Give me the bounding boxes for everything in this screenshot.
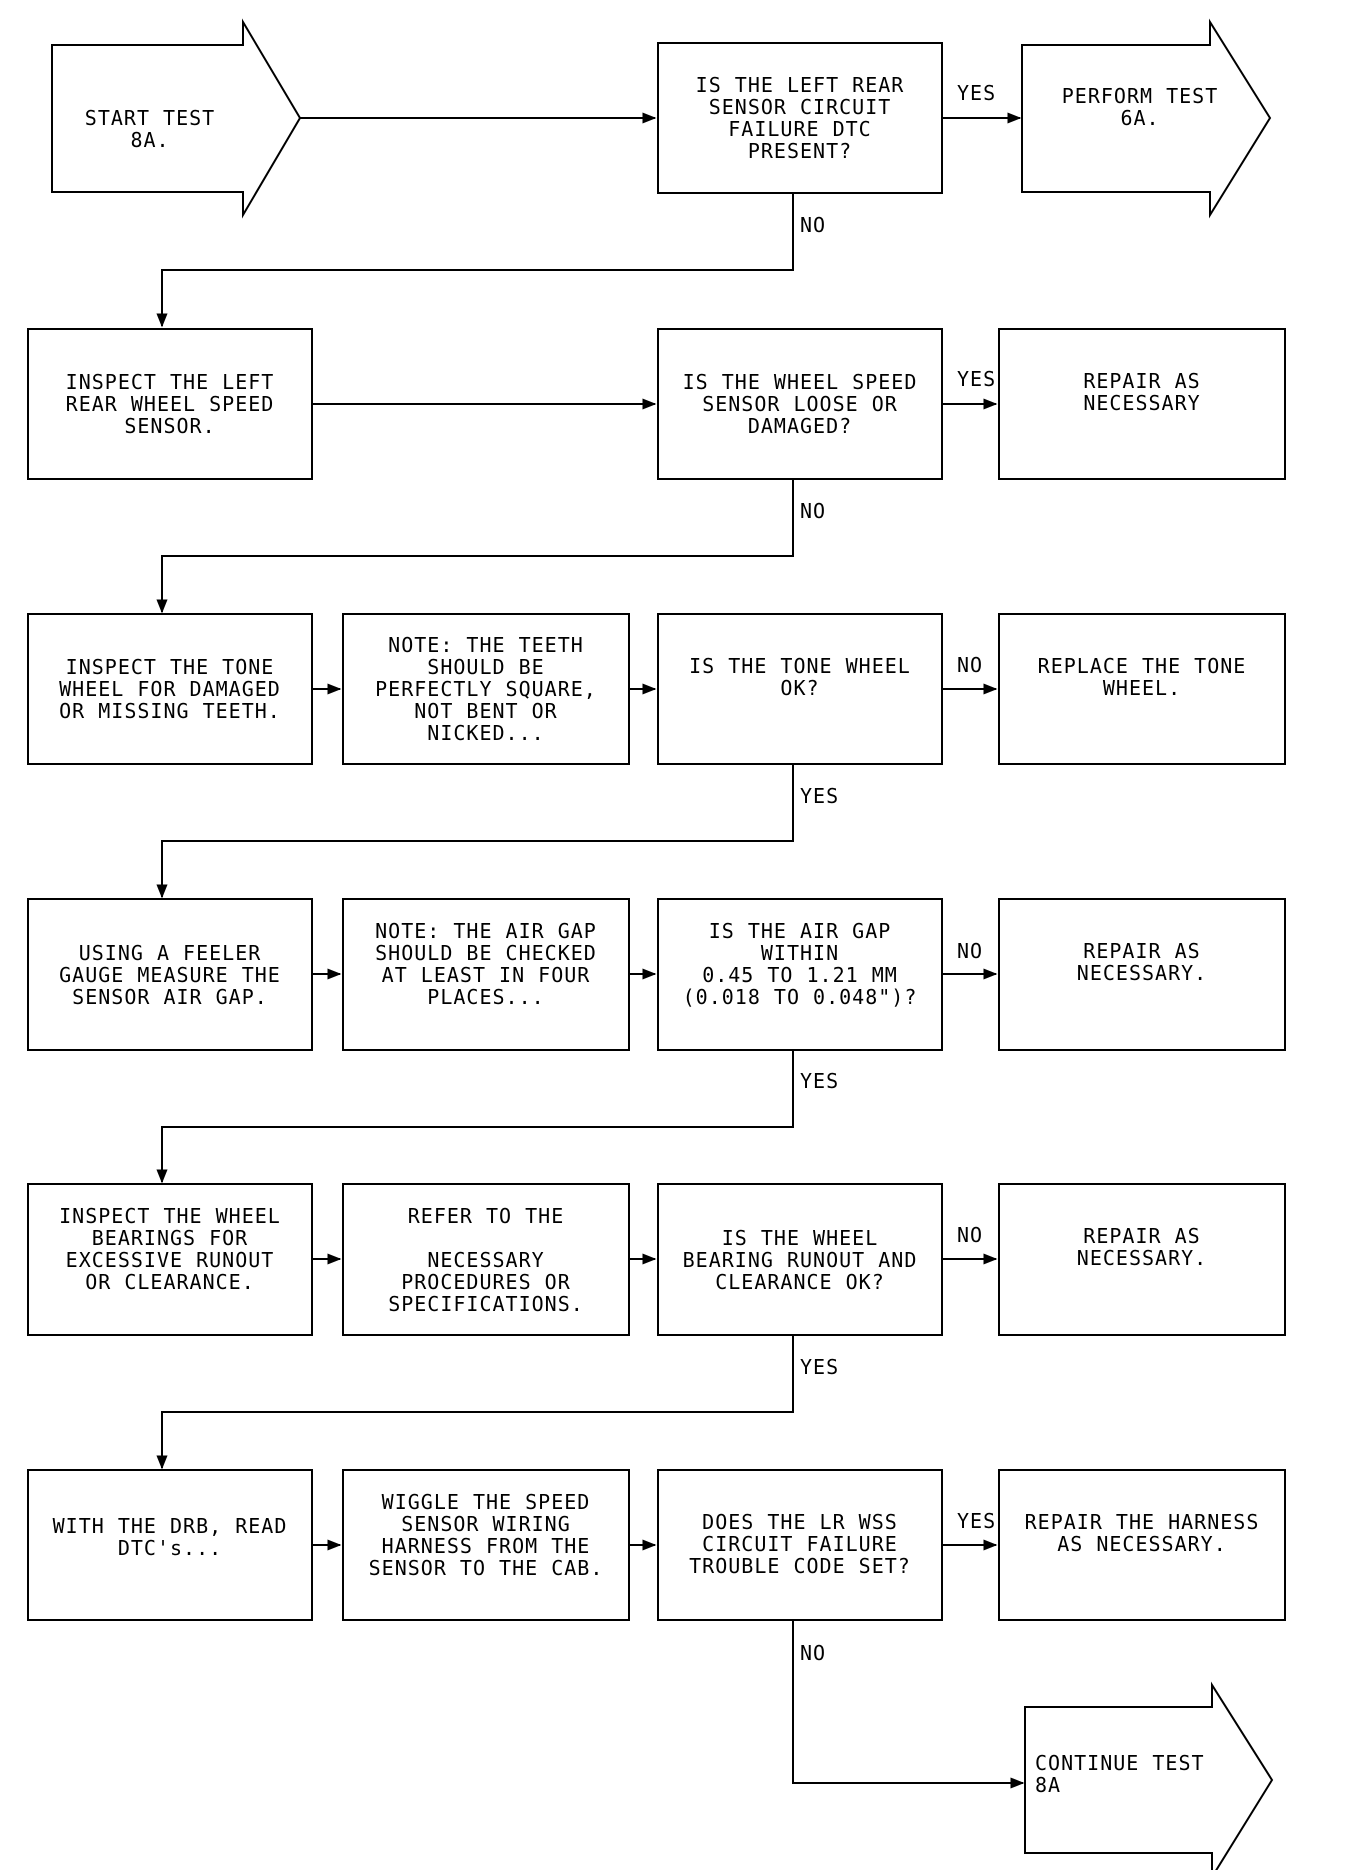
result-box: REPAIR AS NECESSARY. <box>998 898 1286 1051</box>
result-box: REPAIR AS NECESSARY. <box>998 1183 1286 1336</box>
down-label: NO <box>800 1641 827 1665</box>
decision-box: IS THE WHEEL SPEED SENSOR LOOSE OR DAMAG… <box>657 328 943 480</box>
note-text: WIGGLE THE SPEED SENSOR WIRING HARNESS F… <box>368 1490 604 1580</box>
result-text: REPAIR AS NECESSARY <box>1083 369 1201 415</box>
action-box: INSPECT THE LEFT REAR WHEEL SPEED SENSOR… <box>27 328 313 480</box>
note-box: NOTE: THE TEETH SHOULD BE PERFECTLY SQUA… <box>342 613 630 765</box>
decision-box: IS THE TONE WHEEL OK? <box>657 613 943 765</box>
branch-label: NO <box>957 653 984 677</box>
start-test-label: START TEST 8A. <box>84 106 216 152</box>
note-text: NOTE: THE TEETH SHOULD BE PERFECTLY SQUA… <box>375 633 597 745</box>
no-label: NO <box>800 213 827 237</box>
decision-box: IS THE AIR GAP WITHIN 0.45 TO 1.21 MM (0… <box>657 898 943 1051</box>
down-label: NO <box>800 499 827 523</box>
result-text: REPLACE THE TONE WHEEL. <box>1037 654 1247 700</box>
result-text: REPAIR AS NECESSARY. <box>1076 1224 1208 1270</box>
note-text: NOTE: THE AIR GAP SHOULD BE CHECKED AT L… <box>375 919 597 1009</box>
action-text: USING A FEELER GAUGE MEASURE THE SENSOR … <box>59 940 281 1009</box>
note-box: WIGGLE THE SPEED SENSOR WIRING HARNESS F… <box>342 1469 630 1621</box>
note-box: NOTE: THE AIR GAP SHOULD BE CHECKED AT L… <box>342 898 630 1051</box>
action-box: INSPECT THE TONE WHEEL FOR DAMAGED OR MI… <box>27 613 313 765</box>
decision-text: IS THE LEFT REAR SENSOR CIRCUIT FAILURE … <box>695 73 905 163</box>
perform-test-label: PERFORM TEST 6A. <box>1061 84 1219 130</box>
action-text: INSPECT THE LEFT REAR WHEEL SPEED SENSOR… <box>65 370 275 438</box>
action-box: INSPECT THE WHEEL BEARINGS FOR EXCESSIVE… <box>27 1183 313 1336</box>
decision-box: IS THE WHEEL BEARING RUNOUT AND CLEARANC… <box>657 1183 943 1336</box>
yes-label: YES <box>957 81 997 105</box>
perform-arrow-shape <box>1021 18 1272 219</box>
result-box: REPAIR AS NECESSARY <box>998 328 1286 480</box>
note-box: REFER TO THE NECESSARY PROCEDURES OR SPE… <box>342 1183 630 1336</box>
branch-label: YES <box>957 1509 997 1533</box>
continue-test-label: CONTINUE TEST 8A <box>1035 1751 1205 1797</box>
action-box: USING A FEELER GAUGE MEASURE THE SENSOR … <box>27 898 313 1051</box>
action-text: INSPECT THE WHEEL BEARINGS FOR EXCESSIVE… <box>59 1204 281 1294</box>
action-box: WITH THE DRB, READ DTC's... <box>27 1469 313 1621</box>
action-text: WITH THE DRB, READ DTC's... <box>52 1514 288 1560</box>
result-box: REPAIR THE HARNESS AS NECESSARY. <box>998 1469 1286 1621</box>
continue-arrow-shape <box>1024 1681 1274 1870</box>
result-text: REPAIR AS NECESSARY. <box>1076 939 1208 985</box>
down-label: YES <box>800 1355 840 1379</box>
decision-text: IS THE WHEEL SPEED SENSOR LOOSE OR DAMAG… <box>682 370 918 438</box>
decision-text: IS THE WHEEL BEARING RUNOUT AND CLEARANC… <box>682 1226 918 1294</box>
branch-label: NO <box>957 939 984 963</box>
action-text: INSPECT THE TONE WHEEL FOR DAMAGED OR MI… <box>59 655 281 723</box>
decision-text: IS THE AIR GAP WITHIN 0.45 TO 1.21 MM (0… <box>682 919 918 1009</box>
result-text: REPAIR THE HARNESS AS NECESSARY. <box>1024 1510 1260 1556</box>
down-label: YES <box>800 1069 840 1093</box>
decision-box: DOES THE LR WSS CIRCUIT FAILURE TROUBLE … <box>657 1469 943 1621</box>
decision-box: IS THE LEFT REAR SENSOR CIRCUIT FAILURE … <box>657 42 943 194</box>
branch-label: YES <box>957 367 997 391</box>
result-box: REPLACE THE TONE WHEEL. <box>998 613 1286 765</box>
branch-label: NO <box>957 1223 984 1247</box>
start-arrow-shape <box>51 18 302 219</box>
decision-text: DOES THE LR WSS CIRCUIT FAILURE TROUBLE … <box>689 1510 911 1578</box>
decision-text: IS THE TONE WHEEL OK? <box>689 654 911 700</box>
down-label: YES <box>800 784 840 808</box>
note-text: REFER TO THE NECESSARY PROCEDURES OR SPE… <box>388 1204 584 1316</box>
